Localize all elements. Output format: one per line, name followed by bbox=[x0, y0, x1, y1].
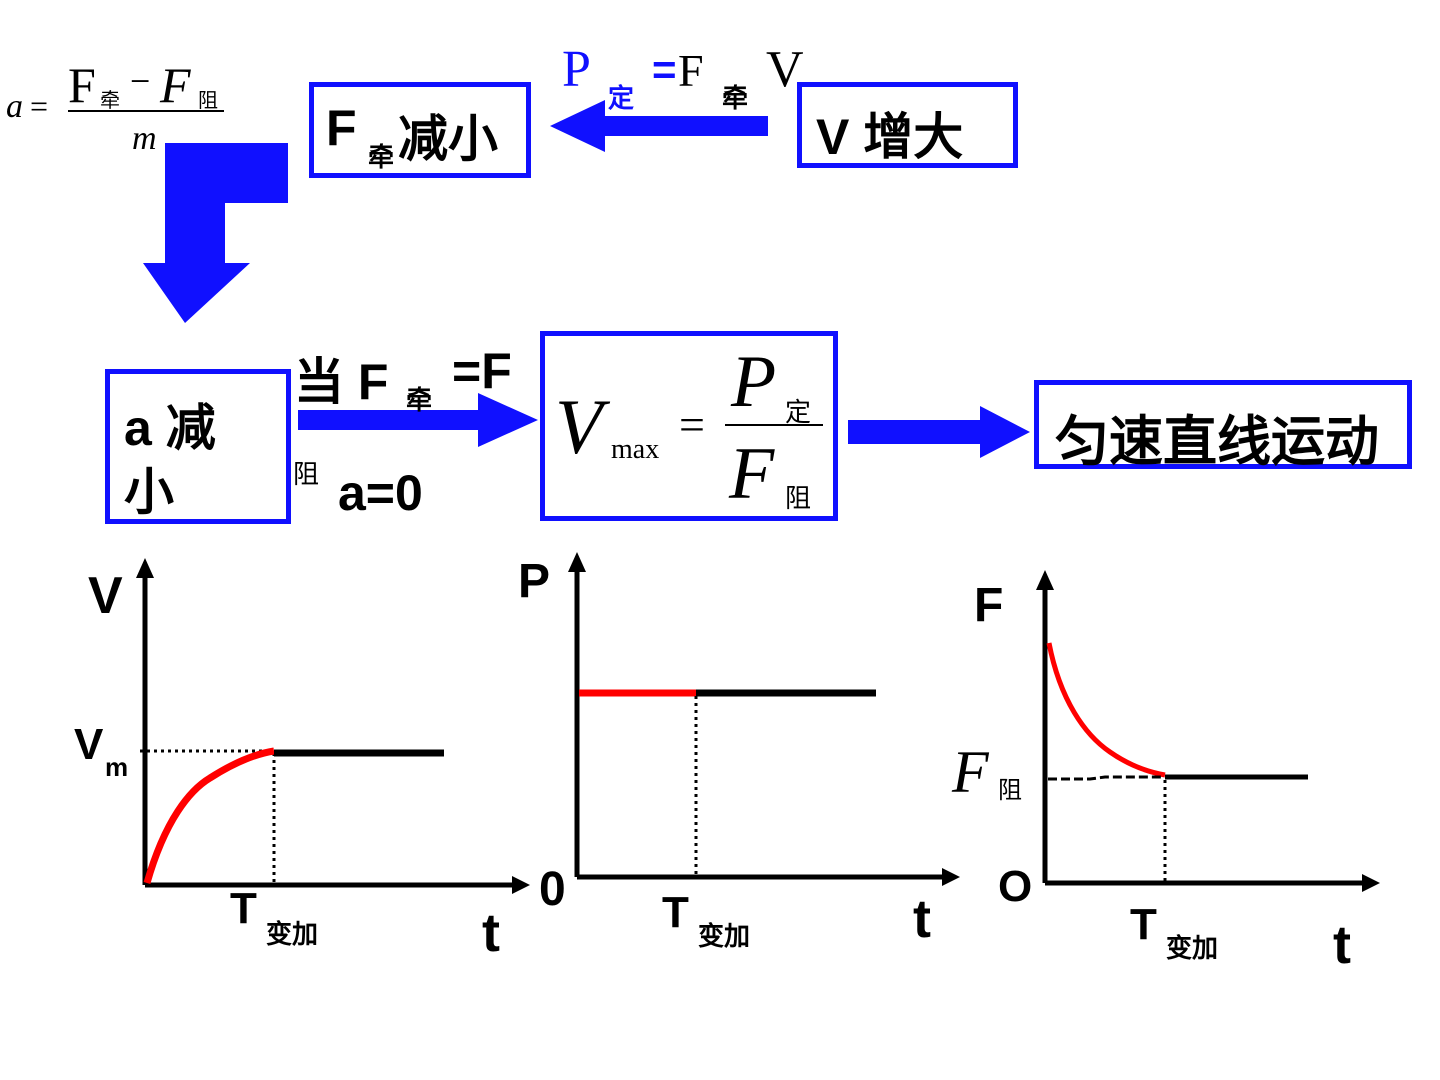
power-p-sub: 定 bbox=[608, 83, 635, 113]
v-t-graph bbox=[136, 558, 530, 894]
condition-when: 当 F bbox=[294, 354, 389, 410]
p-t-t-mark-sub: 变加 bbox=[698, 921, 751, 951]
power-eq: = bbox=[652, 46, 677, 93]
box-a-decrease-line1: a 减 bbox=[124, 400, 216, 456]
f-t-red-curve bbox=[1046, 642, 1166, 778]
left-arrow bbox=[550, 100, 768, 152]
f-t-fzu-dashed bbox=[1048, 775, 1163, 781]
p-t-origin: 0 bbox=[539, 863, 566, 916]
f-t-x-label: t bbox=[1333, 915, 1351, 975]
f-t-fzu-label: F bbox=[952, 739, 989, 805]
v-t-x-arrowhead bbox=[512, 876, 530, 894]
box-f-decrease-sub: 牵 bbox=[368, 142, 395, 172]
accel-lhs: a bbox=[6, 88, 23, 125]
f-t-t-mark-sub: 变加 bbox=[1166, 933, 1219, 963]
right-arrow-2 bbox=[848, 406, 1030, 458]
accel-fraction-bar bbox=[68, 110, 224, 112]
power-relation: P 定 = F 牵 V bbox=[560, 40, 810, 115]
accel-num-f2-sub: 阻 bbox=[198, 90, 218, 112]
box-uniform-motion-text: 匀速直线运动 bbox=[1055, 412, 1379, 472]
accel-minus: − bbox=[130, 61, 151, 101]
v-t-t-mark-sub: 变加 bbox=[266, 919, 319, 949]
box-f-decrease-f: F bbox=[326, 100, 357, 156]
vmax-den-sub: 阻 bbox=[785, 484, 812, 513]
accel-formula: a = F 牵 − F 阻 m bbox=[4, 57, 234, 168]
p-t-x-arrowhead bbox=[942, 868, 960, 886]
power-p: P bbox=[562, 41, 591, 98]
f-t-graph bbox=[1036, 570, 1380, 892]
vmax-num-sub: 定 bbox=[785, 398, 812, 427]
f-t-x-arrowhead bbox=[1362, 874, 1380, 892]
f-t-t-mark: T bbox=[1130, 900, 1157, 949]
right-arrow-1 bbox=[298, 393, 538, 447]
vmax-num: P bbox=[731, 341, 777, 423]
condition-sub2: 阻 bbox=[293, 459, 320, 489]
v-t-x-label: t bbox=[482, 903, 500, 963]
accel-eq: = bbox=[30, 88, 49, 124]
p-t-y-arrowhead bbox=[568, 552, 586, 572]
v-t-vm-label: V bbox=[74, 720, 104, 769]
box-vmax: V max = P 定 F 阻 bbox=[540, 331, 838, 521]
v-t-y-label: V bbox=[88, 567, 123, 625]
condition-result: a=0 bbox=[338, 465, 423, 521]
p-t-y-label: P bbox=[518, 555, 551, 608]
p-t-t-mark: T bbox=[662, 888, 689, 937]
p-t-graph bbox=[568, 552, 960, 886]
v-t-red-curve bbox=[143, 747, 275, 884]
vmax-v: V bbox=[555, 383, 603, 470]
f-t-y-arrowhead bbox=[1036, 570, 1054, 590]
accel-num-f2: F bbox=[160, 57, 191, 113]
f-t-origin: O bbox=[998, 862, 1033, 911]
l-down-arrow bbox=[143, 143, 288, 323]
power-f: F bbox=[678, 45, 704, 96]
accel-num-f: F bbox=[68, 57, 96, 113]
box-a-decrease-line2: 小 bbox=[124, 464, 174, 520]
condition-eq: =F bbox=[452, 343, 512, 399]
v-t-t-mark: T bbox=[230, 884, 257, 933]
box-f-decrease-text: 减小 bbox=[398, 111, 498, 167]
box-f-decrease: F 牵 减小 bbox=[309, 82, 531, 178]
vmax-eq: = bbox=[679, 399, 705, 450]
power-f-sub: 牵 bbox=[722, 83, 749, 113]
f-t-y-label: F bbox=[974, 579, 1004, 632]
vmax-den: F bbox=[729, 433, 775, 515]
box-v-increase: V 增大 bbox=[797, 82, 1018, 168]
box-a-decrease: a 减 小 bbox=[105, 369, 291, 524]
v-t-y-arrowhead bbox=[136, 558, 154, 578]
v-t-vm-sub: m bbox=[105, 752, 129, 782]
box-uniform-motion: 匀速直线运动 bbox=[1034, 380, 1412, 472]
vmax-fraction-bar bbox=[725, 424, 823, 426]
accel-den: m bbox=[132, 120, 157, 157]
box-v-increase-text: V 增大 bbox=[816, 109, 964, 165]
p-t-x-label: t bbox=[913, 889, 931, 949]
accel-num-f-sub: 牵 bbox=[100, 90, 120, 112]
condition-sub1: 牵 bbox=[406, 385, 433, 415]
vmax-v-sub: max bbox=[611, 434, 660, 465]
f-t-fzu-sub: 阻 bbox=[998, 777, 1022, 804]
